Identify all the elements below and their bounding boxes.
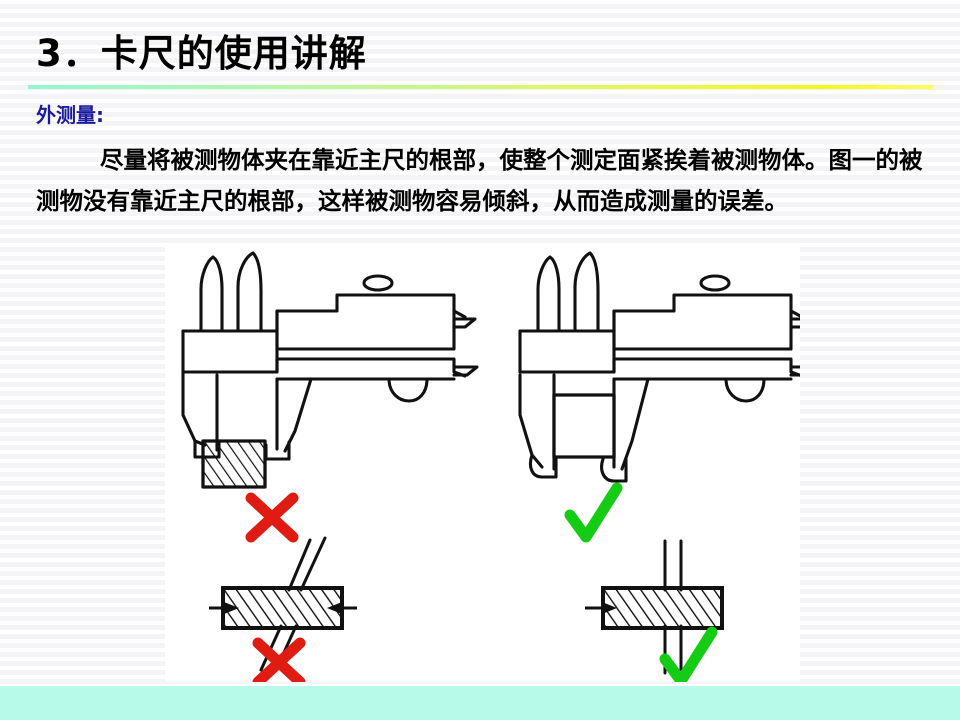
top-right-mark <box>564 482 623 543</box>
caliper-usage-figure <box>165 245 800 682</box>
bottom-right-mark <box>659 626 718 682</box>
panel-caliper-wrong <box>181 251 479 489</box>
panel-caliper-correct <box>518 251 800 483</box>
title-divider <box>28 85 933 89</box>
bottom-left-mark <box>252 637 306 682</box>
body-paragraph: 尽量将被测物体夹在靠近主尺的根部，使整个测定面紧挨着被测物体。图一的被测物没有靠… <box>36 146 923 215</box>
top-left-mark <box>245 492 299 543</box>
page-title: 3．卡尺的使用讲解 <box>36 32 367 75</box>
section-subheading: 外测量: <box>36 103 104 127</box>
panel-block-tilted <box>209 536 357 672</box>
footer-band <box>0 686 960 720</box>
